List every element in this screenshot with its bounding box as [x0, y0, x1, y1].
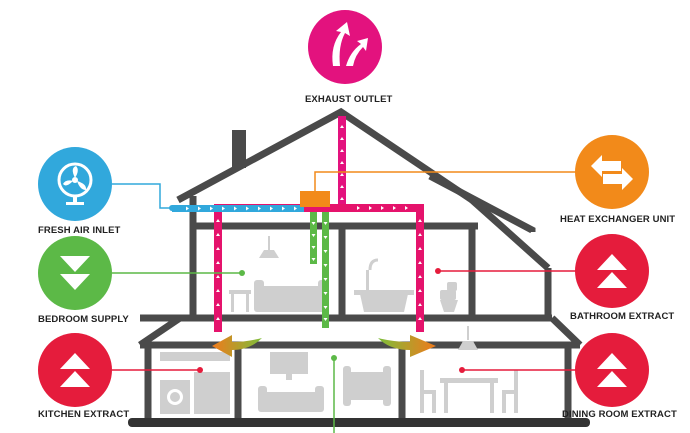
- main-roof: [176, 107, 474, 204]
- house-structure: [138, 107, 583, 420]
- dining-room-extract-label: DINING ROOM EXTRACT: [562, 409, 677, 420]
- fresh-air-duct: [172, 205, 304, 212]
- kitchen-extract-label: KITCHEN EXTRACT: [38, 409, 130, 420]
- airflow-left-arrow: [212, 335, 262, 357]
- swap-arrows-icon: [575, 135, 649, 209]
- heat-exchanger-unit-label: HEAT EXCHANGER UNIT: [560, 214, 676, 225]
- exhaust-outlet-label: EXHAUST OUTLET: [305, 94, 393, 105]
- fresh-air-inlet-label: FRESH AIR INLET: [38, 225, 121, 236]
- heat-exchanger-connector: [314, 171, 578, 191]
- arrows-up-icon: [308, 10, 382, 84]
- double-chevron-up-icon: [38, 333, 112, 407]
- chimney: [232, 130, 246, 168]
- ground-line: [128, 418, 590, 427]
- heat-exchanger-box: [300, 191, 330, 207]
- right-roof: [428, 172, 536, 234]
- fresh-air-connector: [112, 183, 172, 209]
- airflow-right-arrow: [378, 335, 436, 357]
- bathroom-extract-label: BATHROOM EXTRACT: [570, 311, 675, 322]
- connector-dots: [169, 205, 465, 373]
- double-chevron-up-icon: [575, 333, 649, 407]
- double-chevron-down-icon: [38, 236, 112, 310]
- bedroom-supply-label: BEDROOM SUPPLY: [38, 314, 129, 325]
- exhaust-duct: [338, 116, 346, 210]
- connector-lines: [112, 171, 578, 433]
- supply-duct: [310, 212, 329, 328]
- fan-icon: [38, 147, 112, 221]
- furniture: [160, 236, 518, 414]
- double-chevron-up-icon: [575, 234, 649, 308]
